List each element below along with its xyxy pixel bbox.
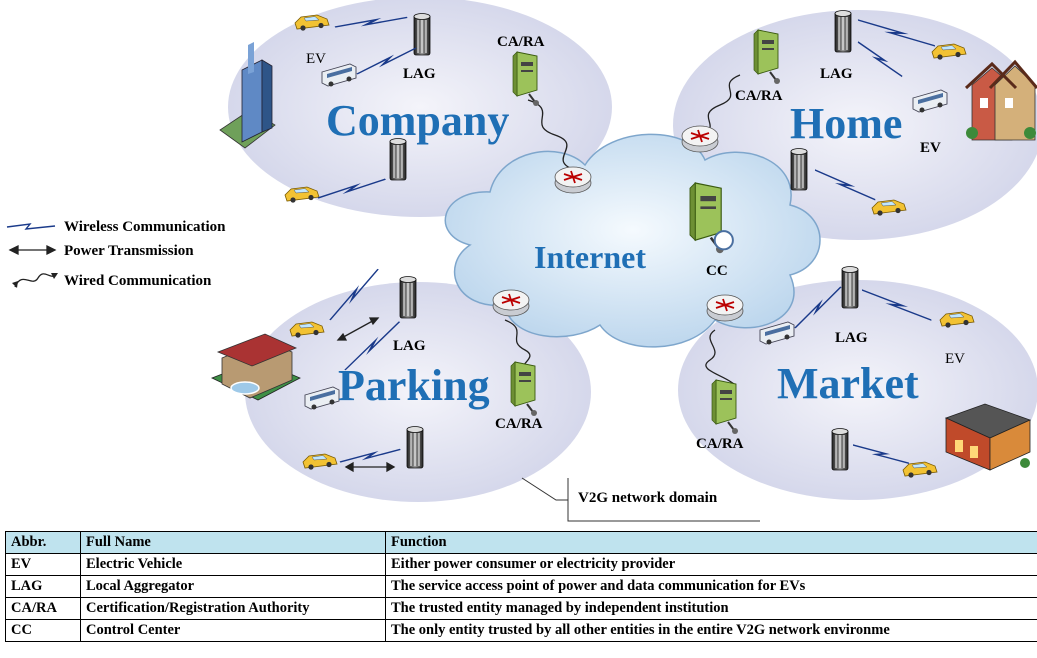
internet-cloud (444, 133, 821, 348)
lag-label: LAG (820, 66, 853, 82)
ca-ra-label: CA/RA (696, 436, 744, 452)
legend-power-label: Power Transmission (64, 243, 194, 259)
table-row: LAG Local Aggregator The service access … (5, 575, 1037, 598)
ca-ra-label: CA/RA (497, 34, 545, 50)
header-abbr: Abbr. (5, 531, 81, 554)
cell-abbr: CC (5, 619, 81, 642)
legend-wireless-icon (6, 223, 56, 230)
zone-label-parking: Parking (338, 361, 490, 410)
legend-power-icon (8, 244, 57, 256)
zone-label-market: Market (777, 359, 919, 408)
cell-function: The trusted entity managed by independen… (385, 597, 1037, 620)
header-full-name: Full Name (80, 531, 386, 554)
power-links (336, 317, 396, 473)
ev-car-icon (284, 186, 320, 204)
ev-label: EV (306, 51, 326, 67)
cc-label: CC (706, 263, 728, 279)
abbreviation-table: Abbr. Full Name Function EV Electric Veh… (5, 531, 1037, 642)
router-icon (554, 166, 592, 194)
lag-icon (831, 428, 849, 471)
cell-function: The service access point of power and da… (385, 575, 1037, 598)
domain-label: V2G network domain (578, 490, 718, 506)
legend-wired-label: Wired Communication (64, 273, 212, 289)
table-row: CC Control Center The only entity truste… (5, 619, 1037, 642)
cell-full-name: Control Center (80, 619, 386, 642)
lag-label: LAG (393, 338, 426, 354)
table-header-row: Abbr. Full Name Function (5, 531, 1037, 554)
router-icon (681, 125, 719, 153)
cell-function: Either power consumer or electricity pro… (385, 553, 1037, 576)
header-function: Function (385, 531, 1037, 554)
ca-ra-label: CA/RA (495, 416, 543, 432)
lag-label: LAG (835, 330, 868, 346)
cell-abbr: EV (5, 553, 81, 576)
office-building-icon (219, 42, 276, 149)
cell-abbr: LAG (5, 575, 81, 598)
ev-label: EV (920, 140, 941, 156)
cell-full-name: Electric Vehicle (80, 553, 386, 576)
lag-icon (406, 426, 424, 469)
cell-full-name: Local Aggregator (80, 575, 386, 598)
ev-label: EV (945, 351, 965, 367)
legend-wireless-label: Wireless Communication (64, 219, 226, 235)
lag-icon (834, 10, 852, 53)
lag-icon (790, 148, 808, 191)
houses-icon (964, 59, 1037, 141)
ca-ra-label: CA/RA (735, 88, 783, 104)
zone-parking (245, 282, 591, 502)
cell-full-name: Certification/Registration Authority (80, 597, 386, 620)
cell-abbr: CA/RA (5, 597, 81, 620)
lag-icon (841, 266, 859, 309)
v2g-network-diagram: Company Home Parking Market Internet EV … (6, 0, 1037, 522)
lag-label: LAG (403, 66, 436, 82)
domain-callout: V2G network domain (521, 477, 760, 522)
lag-icon (399, 276, 417, 319)
lag-icon (413, 13, 431, 56)
cc-server-icon (688, 181, 734, 255)
table-row: CA/RA Certification/Registration Authori… (5, 597, 1037, 620)
legend: Wireless Communication Power Transmissio… (6, 219, 226, 289)
zone-label-home: Home (790, 99, 902, 148)
zone-label-internet: Internet (534, 239, 646, 275)
legend-wired-icon (12, 273, 58, 288)
parking-building-icon (210, 333, 301, 401)
zone-label-company: Company (326, 96, 509, 145)
market-building-icon (944, 403, 1032, 471)
router-icon (492, 289, 530, 317)
table-row: EV Electric Vehicle Either power consume… (5, 553, 1037, 576)
router-icon (706, 294, 744, 322)
cell-function: The only entity trusted by all other ent… (385, 619, 1037, 642)
